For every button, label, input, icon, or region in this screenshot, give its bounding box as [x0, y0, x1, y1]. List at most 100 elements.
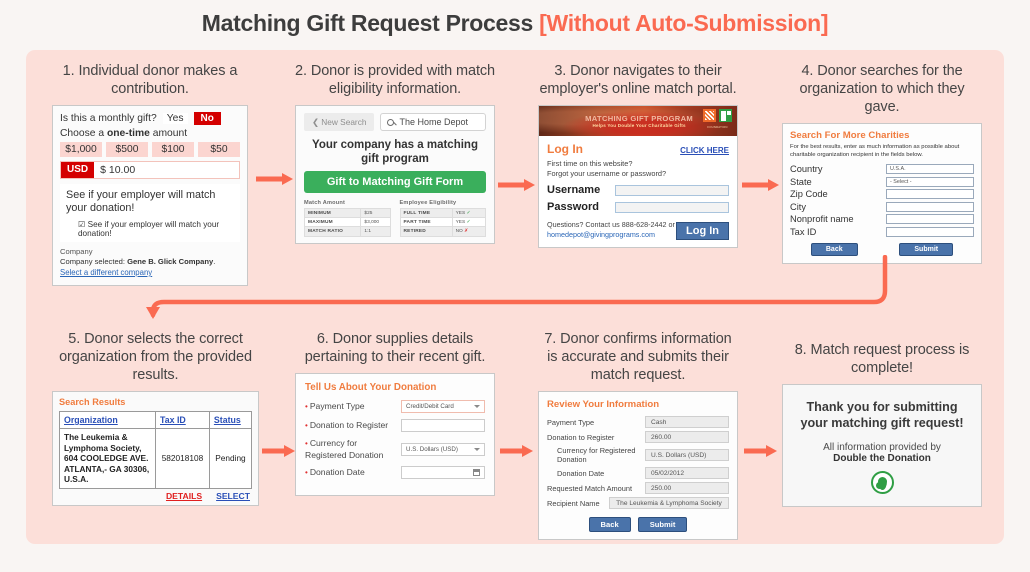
submit-button[interactable]: Submit: [637, 517, 688, 532]
step-2-caption: 2. Donor is provided with match eligibil…: [295, 63, 495, 97]
step-6-screenshot: Tell Us About Your Donation •Payment Typ…: [295, 373, 495, 496]
new-search-button[interactable]: ❮ New Search: [304, 113, 375, 131]
step-7-screenshot: Review Your Information Payment Type Cas…: [538, 391, 738, 540]
login-button[interactable]: Log In: [676, 222, 729, 240]
amount-option[interactable]: $50: [198, 142, 240, 157]
password-row: Password: [547, 201, 729, 213]
review-value: 260.00: [645, 431, 729, 443]
checkbox-icon[interactable]: ☑: [78, 220, 86, 229]
select-different-company-link[interactable]: Select a different company: [60, 268, 153, 277]
amount-input-row[interactable]: USD $ 10.00: [60, 161, 240, 179]
tax-id-label: Tax ID: [790, 226, 817, 237]
zip-code-input[interactable]: [886, 189, 974, 199]
portal-banner: MATCHING GIFT PROGRAM Helps You Double Y…: [539, 106, 737, 136]
step-8-caption: 8. Match request process is complete!: [794, 342, 970, 376]
currency-label-text: Currency for Registered Donation: [305, 438, 384, 460]
support-contact-line: Questions? Contact us 888-628-2442 or: [547, 220, 675, 229]
employer-match-checkbox[interactable]: ☑ See if your employer will match your d…: [66, 219, 234, 238]
table-row: MINIMUM$25: [303, 207, 391, 219]
step-7: 7. Donor confirms information is accurat…: [538, 330, 738, 540]
donation-date-label: •Donation Date: [305, 467, 401, 479]
step-2-screenshot: ❮ New Search The Home Depot Your company…: [295, 105, 495, 244]
match-amount-value: $3,000: [360, 217, 391, 228]
result-organization: The Leukemia & Lymphoma Society, 604 COO…: [59, 428, 156, 489]
result-tax-id: 582018108: [155, 428, 210, 489]
city-input[interactable]: [886, 201, 974, 212]
calendar-icon[interactable]: [473, 469, 480, 476]
chevron-down-icon: [474, 447, 480, 451]
country-input[interactable]: U.S.A.: [886, 164, 974, 174]
match-amount-key: MATCH RATIO: [303, 226, 362, 237]
payment-type-select[interactable]: Credit/Debit Card: [401, 400, 485, 413]
review-value: 250.00: [645, 482, 729, 494]
match-amount-table-wrap: Match Amount MINIMUM$25 MAXIMUM$3,000 MA…: [303, 200, 391, 237]
page-title-accent: [Without Auto-Submission]: [539, 10, 829, 36]
amount-option[interactable]: $500: [106, 142, 148, 157]
review-label: Requested Match Amount: [547, 483, 633, 493]
currency-tag: USD: [61, 162, 95, 178]
gift-to-matching-gift-form-button[interactable]: Gift to Matching Gift Form: [304, 171, 486, 193]
amount-input-value[interactable]: $ 10.00: [100, 164, 136, 176]
check-icon: ✓: [466, 210, 471, 216]
company-selected-name: Gene B. Glick Company: [127, 257, 214, 266]
table-row: The Leukemia & Lymphoma Society, 604 COO…: [59, 428, 253, 489]
amount-option[interactable]: $100: [152, 142, 194, 157]
donation-to-register-input[interactable]: [401, 419, 485, 432]
currency-value: U.S. Dollars (USD): [406, 445, 458, 453]
step-6: 6. Donor supplies details pertaining to …: [295, 330, 495, 496]
eligibility-value-text: NO: [455, 228, 463, 234]
username-input[interactable]: [615, 184, 729, 196]
review-label: Recipient Name: [547, 498, 600, 508]
arrow-row1-to-row2: [140, 254, 900, 325]
field-row-country: Country U.S.A.: [790, 164, 974, 174]
nonprofit-name-input[interactable]: [886, 214, 974, 224]
forgot-credentials-text[interactable]: Forgot your username or password?: [547, 169, 667, 178]
choose-prefix: Choose a: [60, 128, 107, 139]
provided-by-text: All information provided by Double the D…: [793, 442, 971, 464]
cross-icon: ✗: [464, 228, 469, 234]
table-row: MAXIMUM$3,000: [303, 217, 391, 228]
submit-button[interactable]: Submit: [899, 242, 954, 256]
column-header-status[interactable]: Status: [208, 411, 253, 429]
tax-id-input[interactable]: [886, 226, 974, 237]
review-row: Donation Date 05/02/2012: [547, 467, 729, 479]
choose-suffix: amount: [149, 128, 188, 139]
step-7-caption: 7. Donor confirms information is accurat…: [544, 331, 732, 383]
monthly-yes-option[interactable]: Yes: [162, 113, 188, 124]
select-link[interactable]: SELECT: [216, 490, 250, 501]
donation-date-input[interactable]: [401, 466, 485, 479]
arrow-step6-to-step7: [500, 444, 534, 458]
password-input[interactable]: [615, 201, 729, 213]
support-email-link[interactable]: homedepot@givingprograms.com: [547, 230, 655, 239]
review-label: Currency for Registered Donation: [557, 446, 636, 464]
monthly-gift-row: Is this a monthly gift? Yes No: [60, 112, 240, 125]
result-status: Pending: [208, 428, 253, 489]
back-button[interactable]: Back: [810, 242, 858, 256]
column-header-tax-id[interactable]: Tax ID: [155, 411, 210, 429]
page-title-main: Matching Gift Request Process: [201, 10, 540, 36]
result-action-links: DETAILS SELECT: [59, 489, 252, 501]
currency-select[interactable]: U.S. Dollars (USD): [401, 442, 485, 456]
country-label: Country: [790, 164, 823, 174]
company-search-input[interactable]: The Home Depot: [380, 113, 486, 131]
step-1-caption: 1. Individual donor makes a contribution…: [62, 63, 238, 97]
arrow-step1-to-step2: [256, 172, 294, 186]
back-button[interactable]: Back: [588, 517, 631, 532]
eligibility-value-text: YES: [455, 219, 466, 225]
monthly-no-option[interactable]: No: [193, 112, 221, 125]
step-1: 1. Individual donor makes a contribution…: [52, 62, 248, 286]
amount-option[interactable]: $1,000: [60, 142, 102, 157]
click-here-link[interactable]: CLICK HERE: [680, 146, 729, 155]
search-icon: [387, 118, 395, 126]
eligibility-key: RETIRED: [399, 226, 453, 237]
column-header-organization[interactable]: Organization: [59, 411, 156, 429]
state-select[interactable]: - Select -: [886, 176, 974, 187]
details-link[interactable]: DETAILS: [165, 490, 203, 501]
search-results-table: Organization Tax ID Status The Leukemia …: [59, 411, 253, 489]
step-6-caption: 6. Donor supplies details pertaining to …: [304, 331, 486, 365]
